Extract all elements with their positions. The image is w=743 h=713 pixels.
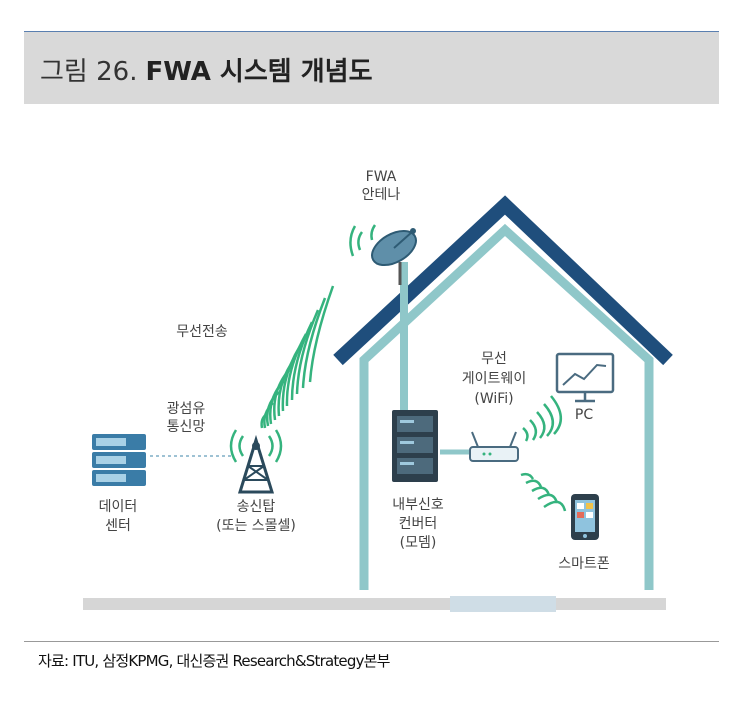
modem-icon [392, 410, 438, 482]
wifi-router-icon [469, 431, 519, 462]
tower-label-line2: (또는 스몰셀) [216, 518, 296, 534]
router-phone-signal-icon [520, 472, 567, 512]
ground-doorstep [450, 596, 556, 612]
roof-icon [333, 195, 673, 366]
wireless-transmission-icon [260, 285, 335, 429]
house-icon [359, 223, 654, 590]
gateway-label-line2: 게이트웨이 [462, 371, 526, 387]
data-center-icon [92, 434, 146, 486]
gateway-label-line1: 무선 [481, 351, 507, 367]
figure-title: 그림 26.FWA 시스템 개념도 [40, 51, 373, 88]
data-center-label-line2: 센터 [105, 518, 131, 534]
figure-title-text: FWA 시스템 개념도 [145, 57, 373, 87]
wireless-transmission-label: 무선전송 [176, 324, 228, 340]
gateway-label-line3: (WiFi) [474, 391, 513, 407]
tower-signal-icon [229, 429, 283, 463]
pc-monitor-icon [555, 352, 615, 403]
source-divider [24, 641, 719, 642]
pc-label: PC [575, 407, 593, 423]
ground-line [83, 598, 666, 610]
fiber-link-label-line2: 통신망 [167, 419, 206, 435]
dish-signal-icon [349, 224, 377, 257]
fwa-antenna-label-line2: 안테나 [362, 187, 401, 203]
dish-antenna-icon [371, 228, 417, 285]
smartphone-icon [571, 494, 599, 540]
data-center-label-line1: 데이터 [99, 499, 138, 515]
fiber-link-label-line1: 광섬유 [167, 401, 206, 417]
source-note: 자료: ITU, 삼정KPMG, 대신증권 Research&Strategy본… [38, 652, 390, 670]
figure-number: 그림 26. [40, 57, 138, 87]
smartphone-label: 스마트폰 [558, 556, 610, 572]
cell-tower-icon [237, 434, 275, 494]
modem-label-line1: 내부신호 [392, 497, 444, 513]
tower-label-line1: 송신탑 [237, 499, 276, 515]
fwa-antenna-label-line1: FWA [366, 169, 397, 185]
figure-title-bar: 그림 26.FWA 시스템 개념도 [24, 31, 719, 104]
modem-label-line2: 컨버터 [399, 516, 438, 532]
modem-label-line3: (모뎀) [400, 535, 437, 551]
router-pc-signal-icon [522, 395, 562, 442]
